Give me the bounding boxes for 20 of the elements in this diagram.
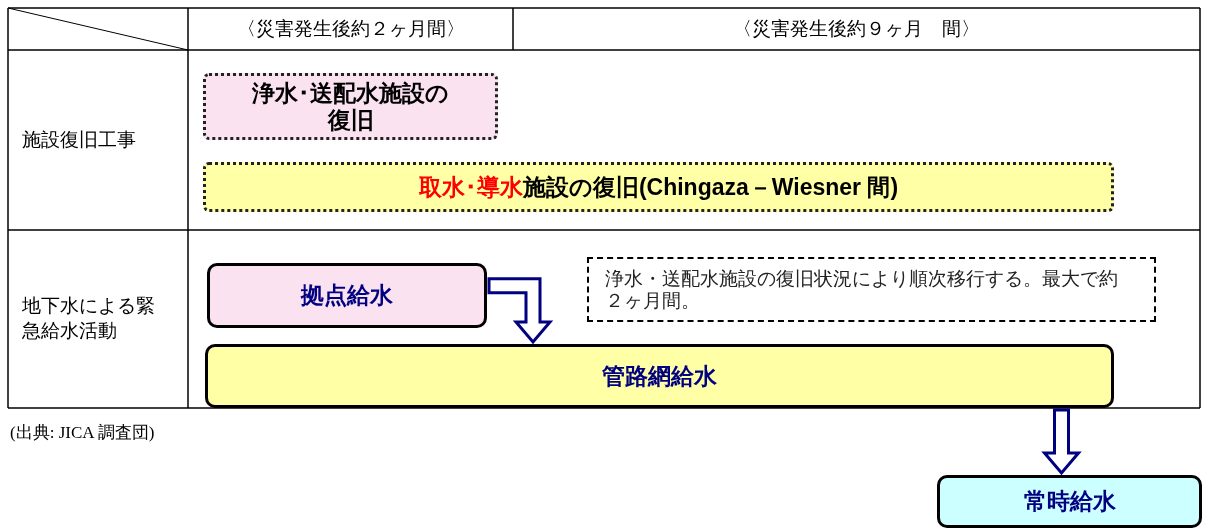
activity-box xyxy=(207,263,487,328)
box-label: 施設の復旧(Chingaza－Wiesner 間) xyxy=(522,173,899,200)
column-header: 〈災害発生後約９ヶ月 間〉 xyxy=(733,16,980,41)
source-note: (出典: JICA 調査団) xyxy=(10,421,155,444)
row-header: 地下水による緊急給水活動 xyxy=(21,294,156,343)
note-box xyxy=(587,257,1156,322)
task-box xyxy=(203,73,498,140)
activity-box xyxy=(205,344,1114,408)
box-label: 拠点給水 xyxy=(301,282,393,309)
block-arrow xyxy=(487,277,554,345)
box-label: 常時給水 xyxy=(1023,488,1116,515)
column-header: 〈災害発生後約２ヶ月間〉 xyxy=(236,16,465,41)
box-label: 管路網給水 xyxy=(602,362,717,389)
row-header: 施設復旧工事 xyxy=(21,127,137,152)
task-box xyxy=(203,162,1114,212)
activity-box xyxy=(937,475,1202,528)
box-label: 取水･導水 xyxy=(418,173,523,200)
box-label: 浄水・送配水施設の復旧状況により順次移行する。最大で約２ヶ月間。 xyxy=(605,267,1118,311)
box-label: 浄水･送配水施設の復旧 xyxy=(252,80,449,133)
block-arrow xyxy=(1041,408,1082,476)
